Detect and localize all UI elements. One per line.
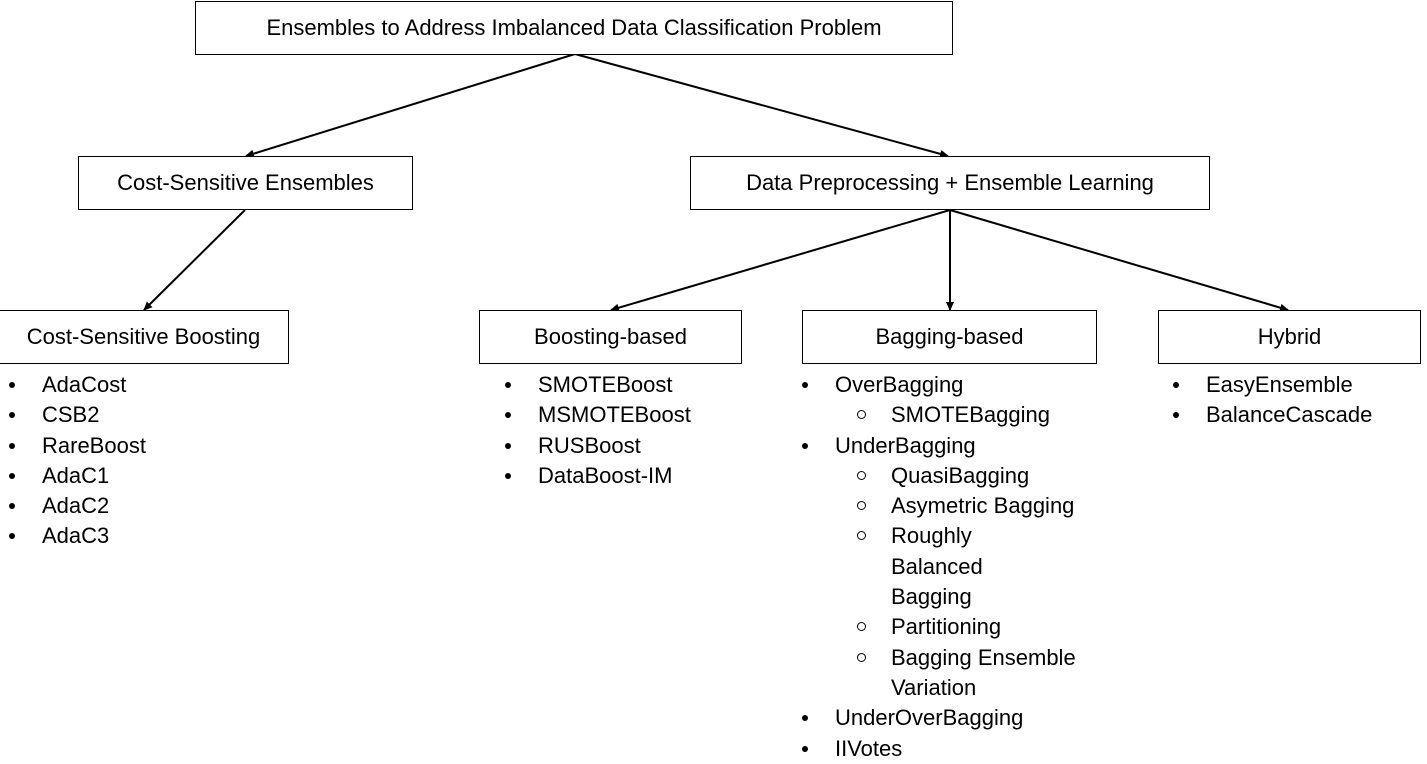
arrow-preprocessing-to-hybrid (949, 209, 1289, 312)
bullet-icon (802, 442, 808, 449)
circle-bullet-icon (857, 470, 866, 480)
list-item: SMOTEBoost (503, 370, 743, 400)
bullet-icon (9, 533, 15, 540)
data-preprocessing-label: Data Preprocessing + Ensemble Learning (746, 170, 1154, 195)
sub-list-item: SMOTEBagging (800, 400, 1120, 430)
bullet-icon (802, 745, 808, 752)
bullet-icon (1173, 412, 1179, 419)
list-item: RUSBoost (503, 431, 743, 461)
hybrid-label: Hybrid (1257, 324, 1322, 349)
list-item: AdaC2 (7, 491, 277, 521)
list-item: EasyEnsemble (1171, 370, 1421, 400)
bullet-icon (505, 472, 511, 479)
boosting-based-label: Boosting-based (534, 324, 687, 349)
circle-bullet-icon (857, 501, 866, 511)
arrow-preprocessing-to-boosting-based (610, 209, 951, 312)
list-item: AdaC3 (7, 521, 277, 551)
arrow-cost-sensitive-to-boosting (143, 209, 246, 311)
sub-list-item: QuasiBagging (800, 461, 1120, 491)
boosting-based-list: SMOTEBoost MSMOTEBoost RUSBoost DataBoos… (503, 370, 743, 491)
list-item: OverBagging (800, 370, 1120, 400)
root-label: Ensembles to Address Imbalanced Data Cla… (266, 15, 882, 40)
arrow-root-to-data-preprocessing (574, 53, 949, 158)
circle-bullet-icon (857, 652, 866, 662)
list-item: CSB2 (7, 400, 277, 430)
bullet-icon (9, 472, 15, 479)
bullet-icon (9, 442, 15, 449)
bullet-icon (9, 503, 15, 510)
hybrid-node: Hybrid (1158, 310, 1421, 364)
bullet-icon (802, 382, 808, 388)
sub-list-item: Bagging Ensemble Variation (800, 643, 1077, 704)
bagging-based-list: OverBagging SMOTEBagging UnderBagging Qu… (800, 370, 1120, 764)
root-node: Ensembles to Address Imbalanced Data Cla… (195, 1, 953, 55)
hybrid-list: EasyEnsemble BalanceCascade (1171, 370, 1421, 431)
cost-sensitive-boosting-node: Cost-Sensitive Boosting (0, 310, 289, 364)
list-item: BalanceCascade (1171, 400, 1421, 430)
bullet-icon (1173, 382, 1179, 388)
list-item: AdaC1 (7, 461, 277, 491)
list-item: AdaCost (7, 370, 277, 400)
sub-list-item: Asymetric Bagging (800, 491, 1120, 521)
circle-bullet-icon (857, 410, 866, 420)
boosting-based-node: Boosting-based (479, 310, 742, 364)
bullet-icon (505, 412, 511, 419)
sub-list-item: Partitioning (800, 612, 1120, 642)
cost-sensitive-boosting-list: AdaCost CSB2 RareBoost AdaC1 AdaC2 AdaC3 (7, 370, 277, 552)
arrow-root-to-cost-sensitive (245, 53, 576, 158)
data-preprocessing-node: Data Preprocessing + Ensemble Learning (690, 156, 1210, 210)
connector-arrows (143, 53, 1289, 312)
list-item: IIVotes (800, 734, 1120, 764)
circle-bullet-icon (857, 531, 866, 541)
list-item: RareBoost (7, 431, 277, 461)
cost-sensitive-boosting-label: Cost-Sensitive Boosting (26, 324, 261, 349)
sub-list-item: Roughly Balanced Bagging (800, 521, 1067, 612)
list-item: DataBoost-IM (503, 461, 743, 491)
bullet-icon (505, 382, 511, 388)
bullet-icon (802, 715, 808, 722)
list-item: UnderOverBagging (800, 703, 1120, 733)
bullet-icon (9, 412, 15, 419)
bullet-icon (9, 382, 15, 388)
cost-sensitive-ensembles-node: Cost-Sensitive Ensembles (78, 156, 413, 210)
bagging-based-node: Bagging-based (802, 310, 1097, 364)
bagging-based-label: Bagging-based (875, 324, 1024, 349)
list-item: UnderBagging (800, 431, 1120, 461)
cost-sensitive-ensembles-label: Cost-Sensitive Ensembles (117, 170, 374, 195)
list-item: MSMOTEBoost (503, 400, 743, 430)
circle-bullet-icon (857, 622, 866, 632)
bullet-icon (505, 442, 511, 449)
